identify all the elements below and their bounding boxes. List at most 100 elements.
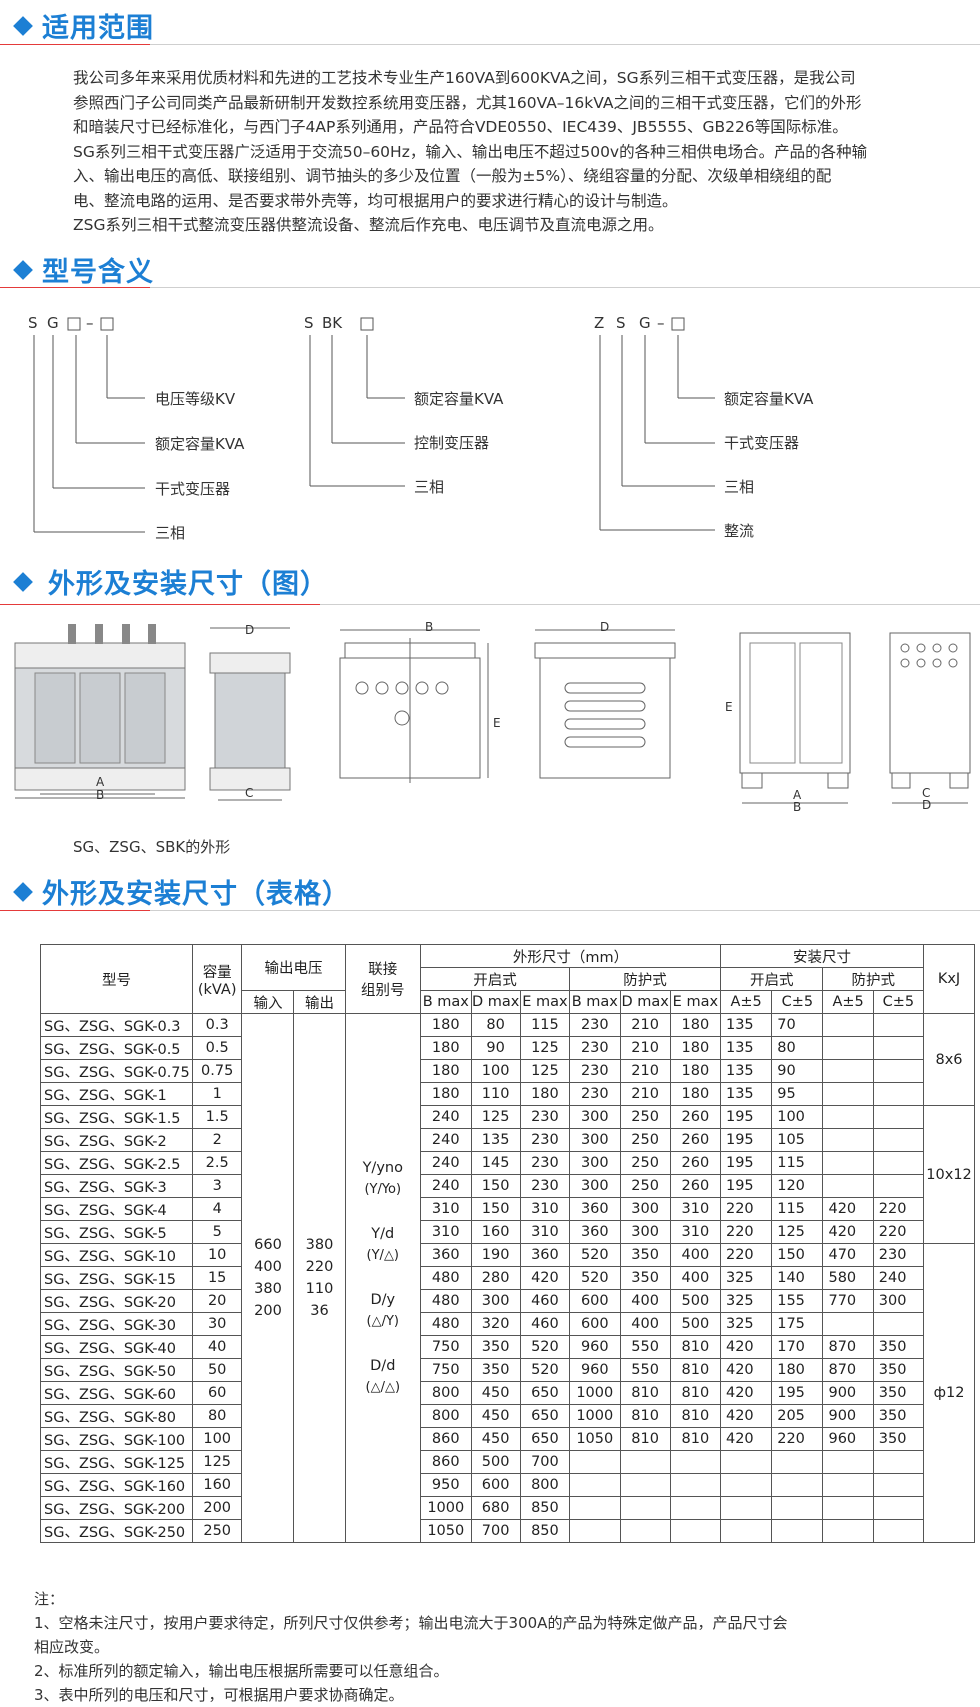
section-title-outline-fig: 外形及安装尺寸（图） (10, 562, 328, 601)
table-cell: 520 (569, 1266, 621, 1290)
table-cell: 230 (872, 1243, 925, 1267)
input-voltage: 400 (254, 1259, 282, 1275)
input-voltage: 660 (254, 1237, 282, 1253)
table-cell: 5 (191, 1220, 243, 1244)
intro-text: 我公司多年来采用优质材料和先进的工艺技术专业生产160VA到600KVA之间，S… (73, 66, 978, 238)
table-cell: 150 (470, 1197, 521, 1221)
header-emax: E max (519, 990, 571, 1014)
table-cell: 325 (719, 1289, 773, 1313)
connection-group: (△/△) (365, 1380, 401, 1395)
table-cell: 1000 (569, 1404, 621, 1428)
table-cell (872, 1128, 925, 1152)
table-cell: 220 (771, 1427, 824, 1451)
table-cell: 300 (569, 1128, 621, 1152)
model-code-char: S (28, 314, 38, 332)
table-cell: SG、ZSG、SGK-80 (40, 1404, 193, 1428)
connection-group: D/y (370, 1292, 396, 1308)
table-cell: 325 (719, 1266, 773, 1290)
table-cell: 850 (519, 1496, 571, 1520)
table-cell: 260 (669, 1105, 721, 1129)
table-cell: 180 (420, 1036, 472, 1060)
table-cell: SG、ZSG、SGK-160 (40, 1473, 193, 1497)
table-cell: 1050 (420, 1519, 472, 1543)
table-cell (771, 1450, 824, 1474)
table-cell: 80 (191, 1404, 243, 1428)
table-cell: 10 (191, 1243, 243, 1267)
figure-caption: SG、ZSG、SBK的外形 (73, 838, 231, 856)
header-kxj: KxJ (923, 944, 975, 1014)
table-cell: 90 (470, 1036, 521, 1060)
kxj-cell: ф12 (923, 1243, 975, 1543)
table-cell (822, 1105, 874, 1129)
table-cell: 210 (619, 1082, 671, 1106)
table-cell: 105 (771, 1128, 824, 1152)
table-cell: 810 (669, 1404, 721, 1428)
table-cell: 4 (191, 1197, 243, 1221)
dim-label-b: B (425, 620, 434, 634)
table-cell: 90 (771, 1059, 824, 1083)
table-cell: 650 (519, 1381, 571, 1405)
enclosure-front-drawing (339, 629, 489, 783)
table-cell: 125 (519, 1059, 571, 1083)
table-cell: 600 (470, 1473, 521, 1497)
table-cell (872, 1105, 925, 1129)
table-cell: 205 (771, 1404, 824, 1428)
table-cell: SG、ZSG、SGK-40 (40, 1335, 193, 1359)
header-c: C±5 (771, 990, 824, 1014)
table-cell: 80 (771, 1036, 824, 1060)
table-cell: 400 (619, 1289, 671, 1313)
table-cell: 240 (420, 1128, 472, 1152)
table-cell: 260 (669, 1128, 721, 1152)
table-cell: 240 (872, 1266, 925, 1290)
table-cell: 150 (470, 1174, 521, 1198)
table-cell (669, 1473, 721, 1497)
table-cell: SG、ZSG、SGK-60 (40, 1381, 193, 1405)
connection-group: (Y/Yo) (364, 1182, 402, 1197)
connection-group: Y/d (371, 1226, 395, 1242)
table-cell: SG、ZSG、SGK-0.75 (40, 1059, 193, 1083)
table-cell (872, 1059, 925, 1083)
table-cell: 325 (719, 1312, 773, 1336)
dim-label-b: B (96, 788, 105, 802)
table-cell: 220 (872, 1197, 925, 1221)
model-label: 额定容量KVA (724, 390, 814, 408)
table-cell: 960 (822, 1427, 874, 1451)
table-cell (822, 1174, 874, 1198)
intro-line: 和暗装尺寸已经标准化，与西门子4AP系列通用，产品符合VDE0550、IEC43… (73, 118, 848, 136)
table-cell: 810 (669, 1427, 721, 1451)
header-open-type: 开启式 (420, 967, 571, 991)
input-voltage: 200 (254, 1303, 282, 1319)
table-cell (669, 1496, 721, 1520)
table-cell: 15 (191, 1266, 243, 1290)
model-code-char: – (86, 314, 94, 332)
table-cell: 0.3 (191, 1013, 243, 1037)
table-cell: 420 (822, 1197, 874, 1221)
header-dmax: D max (619, 990, 671, 1014)
table-cell: 2.5 (191, 1151, 243, 1175)
header-output: 输出 (293, 990, 346, 1014)
dim-label-c: C (922, 786, 931, 800)
table-cell: 180 (669, 1013, 721, 1037)
table-cell: 810 (619, 1381, 671, 1405)
table-cell: 700 (470, 1519, 521, 1543)
note-line: 2、标准所列的额定输入，输出电压根据所需要可以任意组合。 (34, 1662, 449, 1680)
table-cell: 800 (420, 1381, 472, 1405)
table-cell: 195 (771, 1381, 824, 1405)
table-cell: SG、ZSG、SGK-20 (40, 1289, 193, 1313)
table-cell: SG、ZSG、SGK-50 (40, 1358, 193, 1382)
table-cell: 310 (669, 1197, 721, 1221)
dim-label-c: C (245, 786, 254, 800)
table-cell (872, 1519, 925, 1543)
table-cell: SG、ZSG、SGK-0.5 (40, 1036, 193, 1060)
table-cell: 350 (872, 1381, 925, 1405)
table-cell: 420 (822, 1220, 874, 1244)
